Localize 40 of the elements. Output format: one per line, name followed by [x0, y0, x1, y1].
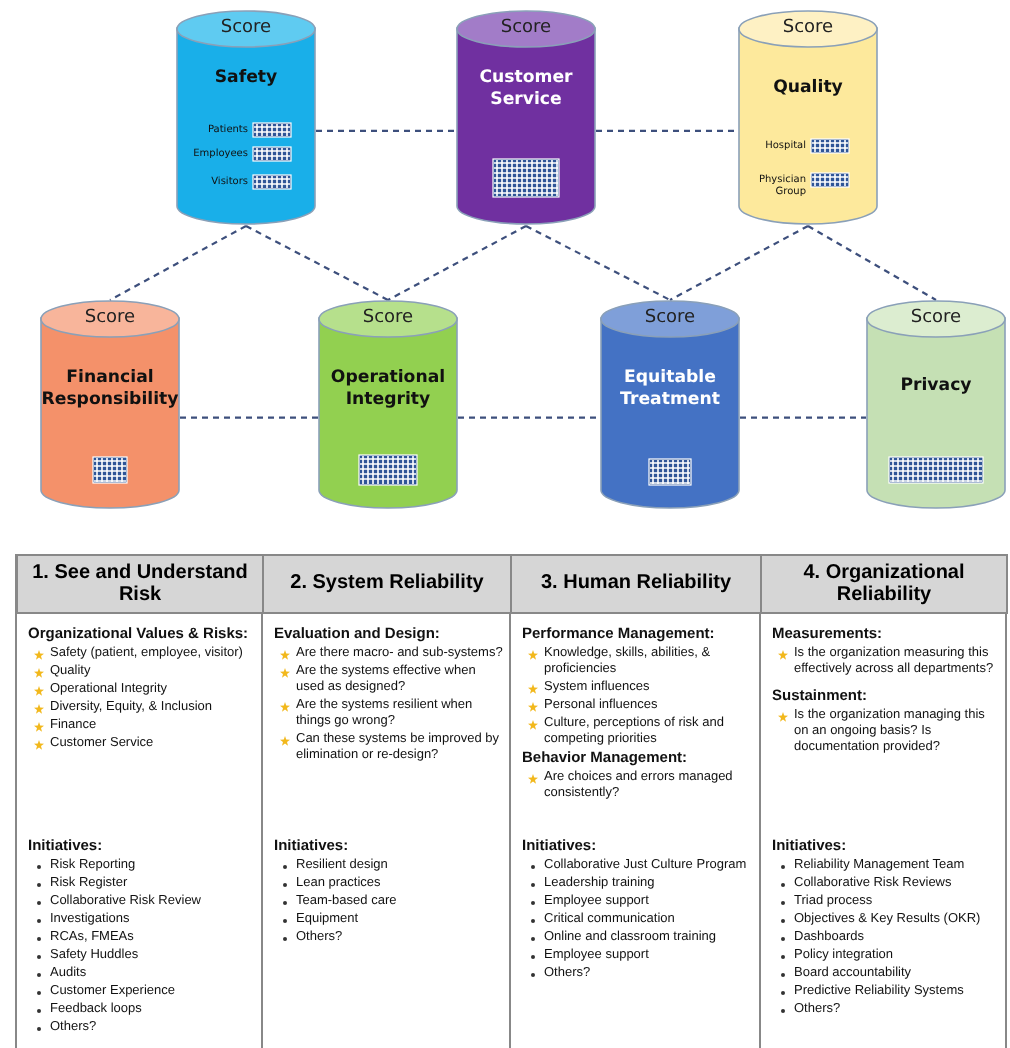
connector	[387, 225, 527, 301]
column-heading: 3. Human Reliability	[540, 572, 732, 596]
connector	[525, 225, 671, 301]
cylinder-title: Customer Service	[477, 68, 575, 112]
cylinder-title: Safety	[212, 68, 280, 90]
score-label: Score	[82, 308, 138, 328]
connector	[458, 416, 600, 419]
column-heading: 2. System Reliability	[290, 572, 484, 596]
column-heading: 1. See and Understand Risk	[30, 561, 250, 607]
score-label: Score	[908, 308, 964, 328]
table-header-cell	[262, 554, 512, 614]
cylinder	[456, 10, 596, 226]
score-label: Score	[498, 18, 554, 38]
cylinder-title: Operational Integrity	[328, 368, 448, 412]
score-label: Score	[642, 308, 698, 328]
connector	[807, 225, 937, 301]
connector	[245, 225, 389, 301]
connector	[109, 225, 247, 301]
cylinder-title: Equitable Treatment	[618, 368, 722, 412]
connector	[180, 416, 318, 419]
cylinder	[866, 300, 1006, 510]
cylinder-title: Financial Responsibility	[40, 368, 180, 412]
score-label: Score	[780, 18, 836, 38]
table-header-cell	[510, 554, 762, 614]
connector	[316, 129, 456, 133]
score-label: Score	[218, 18, 274, 38]
score-label: Score	[360, 308, 416, 328]
table-header-cell	[760, 554, 1008, 614]
connector	[740, 416, 866, 419]
cylinder-title: Quality	[771, 78, 845, 100]
cylinder	[318, 300, 458, 510]
cylinder-title: Privacy	[898, 376, 974, 398]
cylinder	[600, 300, 740, 510]
cylinder	[40, 300, 180, 510]
connector	[596, 129, 738, 133]
column-heading: 4. Organizational Reliability	[801, 561, 967, 607]
connector	[669, 225, 809, 301]
cylinder	[176, 10, 316, 226]
cylinder	[738, 10, 878, 226]
table-header-cell	[16, 554, 264, 614]
